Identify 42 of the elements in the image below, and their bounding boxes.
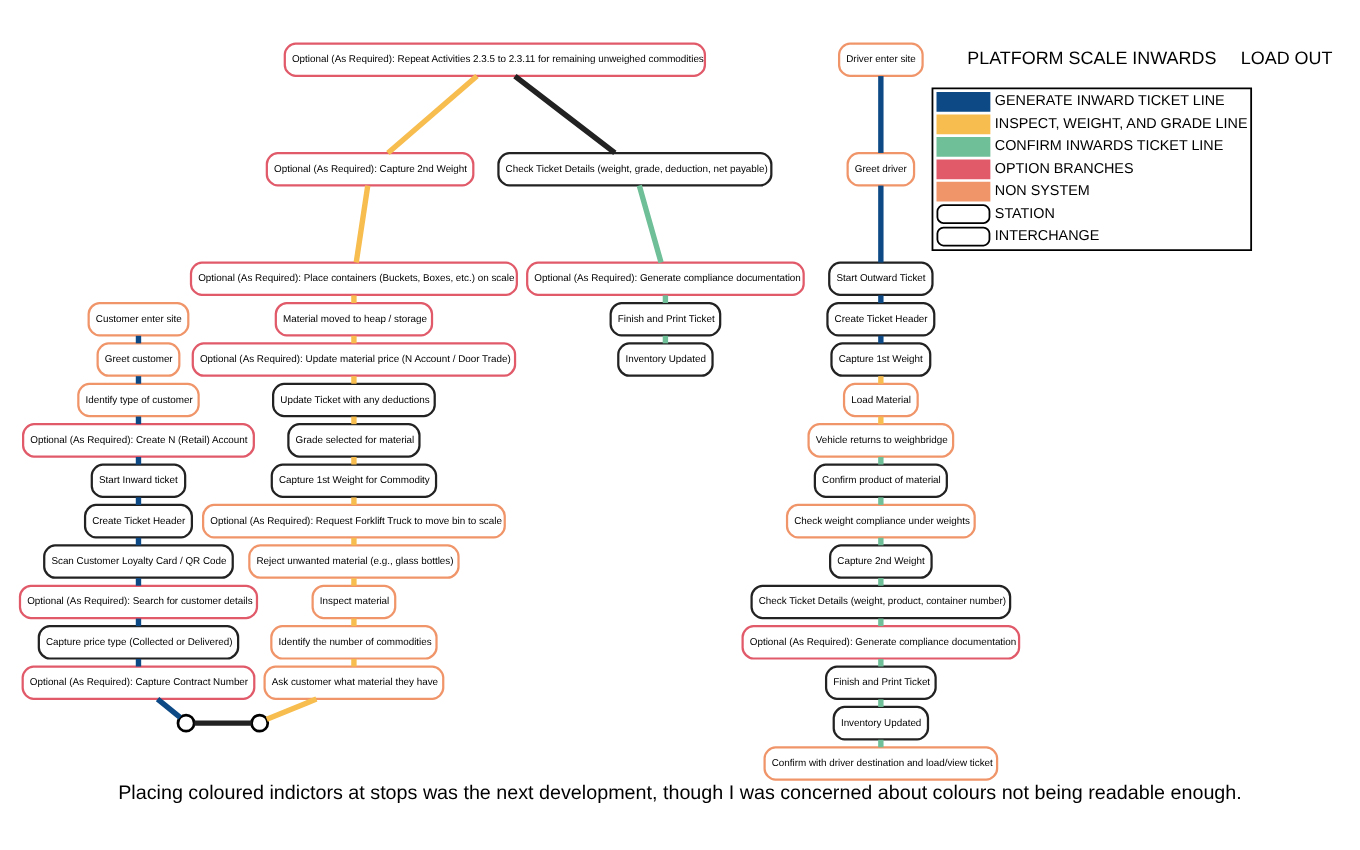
connector <box>135 577 142 585</box>
connector <box>155 696 182 719</box>
connector <box>351 334 357 343</box>
connector <box>878 75 884 152</box>
connector <box>878 455 884 464</box>
connector <box>351 657 357 666</box>
label: LOAD OUT <box>1240 47 1333 68</box>
connector <box>353 184 371 262</box>
connector <box>351 536 357 545</box>
connector <box>351 455 357 464</box>
connector <box>878 536 884 545</box>
node-circle <box>176 712 196 732</box>
connector <box>878 698 884 706</box>
connector <box>513 72 617 155</box>
connector <box>662 294 669 302</box>
connector <box>265 695 318 721</box>
connector <box>878 415 884 424</box>
connector <box>194 719 252 725</box>
connector <box>135 496 142 504</box>
connector <box>878 577 884 585</box>
connector <box>878 375 884 383</box>
connector <box>878 657 884 666</box>
connector <box>351 375 357 383</box>
connector <box>135 455 142 464</box>
connector <box>636 183 664 263</box>
connector <box>878 496 884 504</box>
caption: Placing coloured indictors at stops was the next development, though I was concerned about colours not being readable enough. <box>118 782 1242 805</box>
connector <box>135 657 142 666</box>
connector <box>351 294 357 302</box>
connector <box>135 375 142 383</box>
connector <box>878 334 884 343</box>
connector <box>878 294 884 302</box>
connector <box>351 577 357 585</box>
connector <box>351 415 357 424</box>
node-circle <box>250 712 270 732</box>
connector <box>351 496 357 504</box>
connector <box>351 617 357 626</box>
connector <box>878 184 884 262</box>
connector <box>878 617 884 626</box>
connector <box>386 73 479 154</box>
connector <box>878 738 884 747</box>
label: PLATFORM SCALE INWARDS <box>967 47 1217 68</box>
